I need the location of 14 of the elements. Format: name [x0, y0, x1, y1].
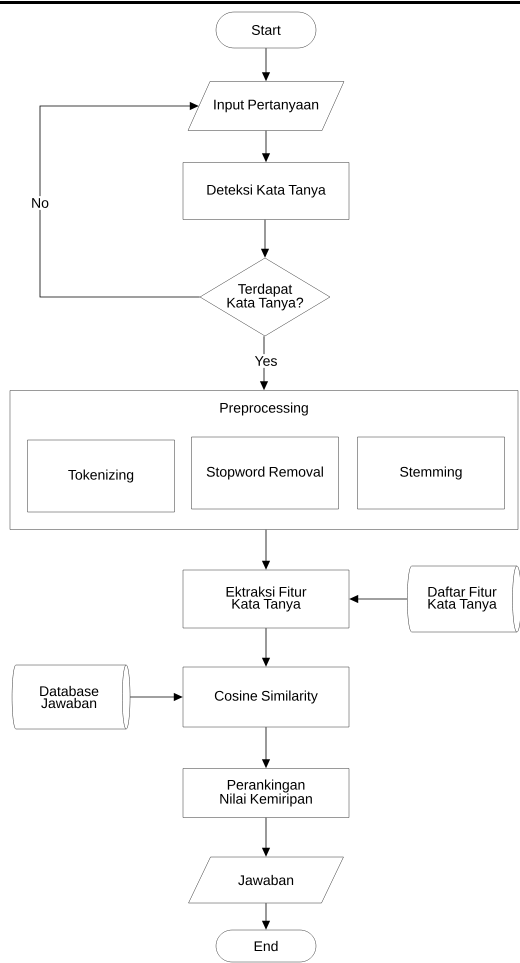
- arrow: [40, 102, 200, 298]
- process-box: Perankingan Nilai Kemiripan: [182, 768, 350, 818]
- input-output-box: Input Pertanyaan: [188, 81, 344, 131]
- edge-label: No: [29, 196, 51, 210]
- process-box: Deteksi Kata Tanya: [182, 162, 350, 220]
- process-box: Stemming: [357, 436, 505, 510]
- edge-label: Yes: [252, 354, 280, 368]
- process-box: Ektraksi Fitur Kata Tanya: [182, 570, 350, 628]
- data-store: Database Jawaban: [12, 664, 130, 730]
- process-box: Stopword Removal: [191, 436, 339, 510]
- input-output-box: Jawaban: [188, 856, 344, 904]
- process-box: Cosine Similarity: [182, 666, 350, 728]
- process-box: Tokenizing: [27, 440, 175, 512]
- data-store: Daftar Fitur Kata Tanya: [407, 566, 520, 632]
